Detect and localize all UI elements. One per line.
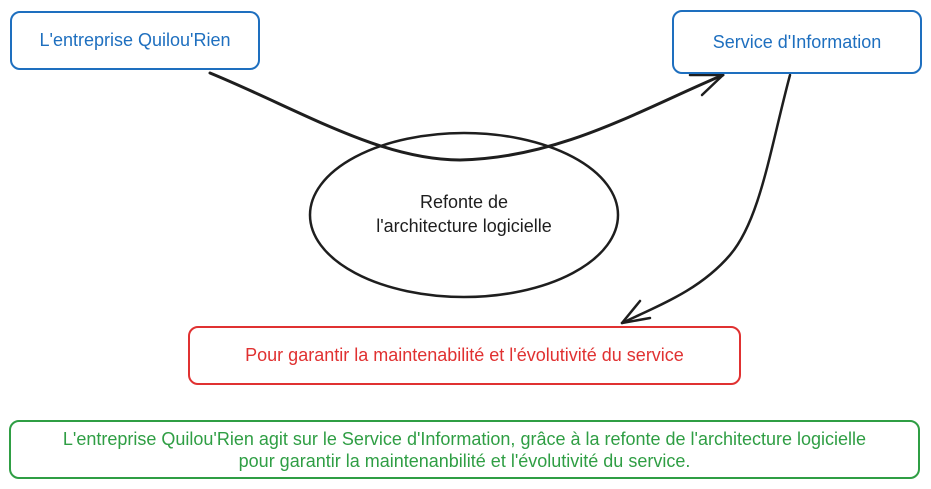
summary-line-2: pour garantir la maintenanbilité et l'év… <box>238 450 691 471</box>
arrow-service-to-goal <box>620 73 792 325</box>
node-company[interactable]: L'entreprise Quilou'Rien <box>10 11 260 70</box>
arrowhead-icon <box>688 73 725 97</box>
arrow-company-to-service <box>208 71 725 162</box>
node-goal[interactable]: Pour garantir la maintenabilité et l'évo… <box>188 326 741 385</box>
node-service[interactable]: Service d'Information <box>672 10 922 74</box>
node-goal-label: Pour garantir la maintenabilité et l'évo… <box>245 345 684 365</box>
arrowhead-icon <box>620 299 652 325</box>
node-service-label: Service d'Information <box>712 31 882 52</box>
refonte-line-2: l'architecture logicielle <box>376 216 552 236</box>
node-refonte-label: Refonte de l'architecture logicielle <box>330 190 598 238</box>
node-company-label: L'entreprise Quilou'Rien <box>39 30 231 50</box>
refonte-line-1: Refonte de <box>419 192 509 212</box>
node-summary[interactable]: L'entreprise Quilou'Rien agit sur le Ser… <box>9 420 920 479</box>
summary-line-1: L'entreprise Quilou'Rien agit sur le Ser… <box>62 428 867 449</box>
refonte-ellipse[interactable] <box>308 131 620 299</box>
